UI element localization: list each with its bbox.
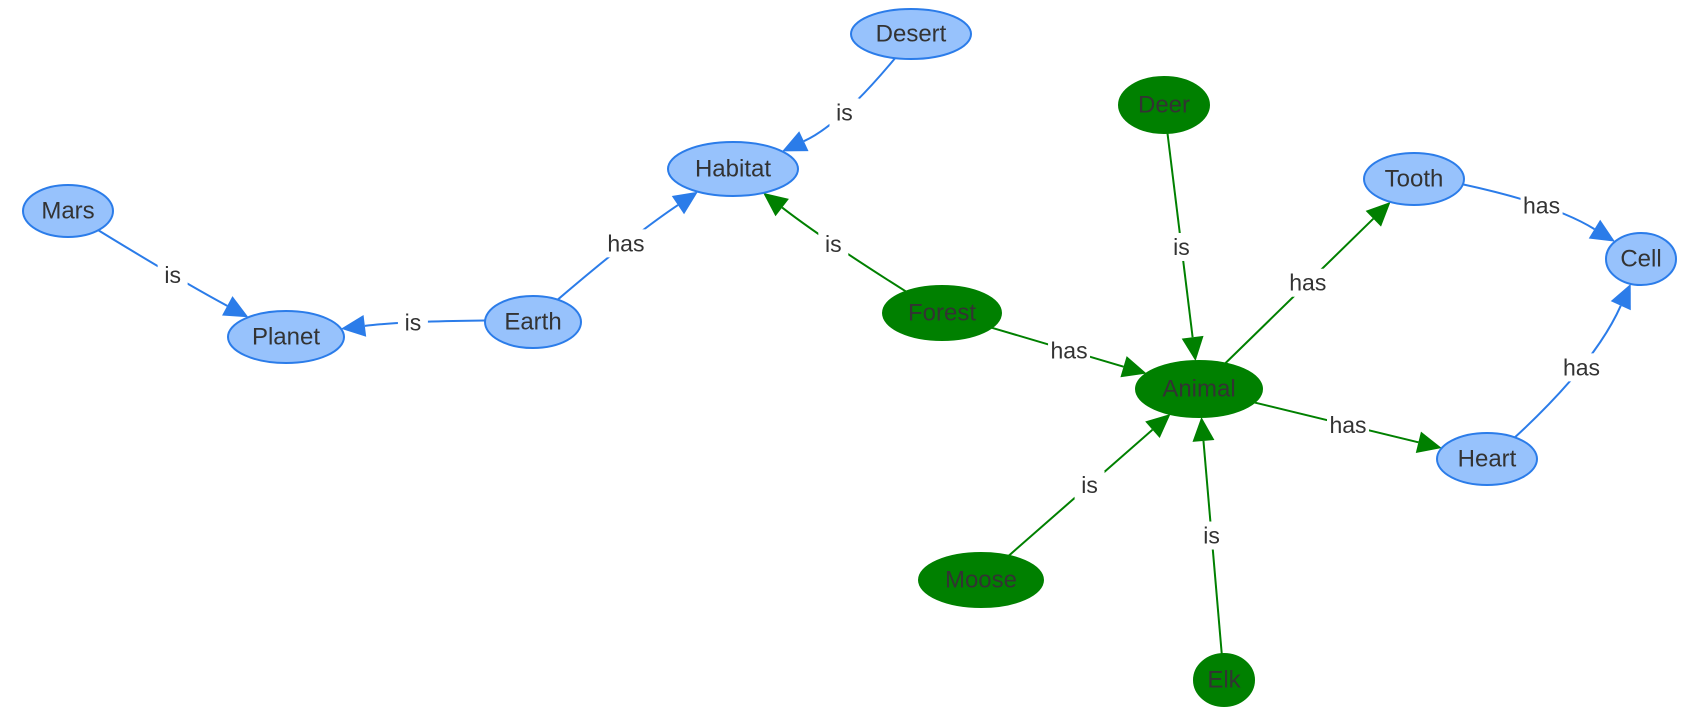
edge-label-background [397,308,428,337]
node-shape[interactable] [1363,152,1465,206]
edge-label-background [1048,336,1091,365]
arrowhead-icon [341,314,367,337]
edges-layer: is is is has has has is has is has has is is [97,57,1631,655]
edge-forest-animal: has [991,326,1147,378]
edge-deer-animal: is [1166,132,1204,362]
edge-label-background [1326,411,1369,440]
node-shape[interactable] [850,8,972,60]
edge-heart-cell: has [1514,283,1631,439]
edge-label: has [1563,354,1600,380]
node-habitat[interactable]: Habitat [667,141,799,197]
node-label: Moose [945,567,1017,594]
node-label: Earth [504,309,561,336]
edge-label-background [604,229,647,258]
edge-earth-planet: is [341,308,486,337]
node-label: Elk [1207,667,1241,694]
edge-forest-habitat: is [763,192,907,293]
node-elk[interactable]: Elk [1193,653,1255,707]
arrowhead-icon [1415,431,1442,454]
node-label: Desert [876,21,947,48]
edge-label: is [1081,472,1098,498]
node-label: Habitat [695,156,771,183]
arrowhead-icon [1588,219,1615,242]
node-shape[interactable] [1605,232,1677,286]
arrowhead-icon [671,191,698,215]
arrowhead-icon [782,131,809,152]
edge-animal-tooth: has [1224,201,1391,365]
node-animal[interactable]: Animal [1135,360,1263,418]
edge-label-background [1286,268,1329,297]
edge-label-background [818,230,849,259]
edge-label-background [157,260,188,289]
edge-tooth-cell: has [1462,183,1615,242]
node-label: Tooth [1385,166,1444,193]
arrowhead-icon [1192,416,1215,442]
edge-label: has [1051,338,1088,364]
edge-label: is [825,231,842,257]
node-shape[interactable] [484,295,582,349]
edge-label-background [1520,191,1563,220]
edge-label-background [1074,470,1105,499]
node-shape[interactable] [1118,76,1210,134]
node-shape[interactable] [22,184,114,238]
edge-earth-habitat: has [557,191,698,301]
node-label: Mars [41,198,94,225]
arrowhead-icon [1181,335,1204,362]
node-desert[interactable]: Desert [850,8,972,60]
node-shape[interactable] [1193,653,1255,707]
arrowhead-icon [1610,283,1631,311]
arrowhead-icon [763,192,789,217]
node-tooth[interactable]: Tooth [1363,152,1465,206]
node-label: Animal [1162,376,1235,403]
edge-elk-animal: is [1192,416,1227,655]
node-earth[interactable]: Earth [484,295,582,349]
node-forest[interactable]: Forest [882,285,1002,341]
node-shape[interactable] [667,141,799,197]
edge-label: is [405,309,422,335]
arrowhead-icon [1365,201,1391,227]
node-label: Cell [1620,246,1661,273]
node-shape[interactable] [1436,432,1538,486]
node-planet[interactable]: Planet [227,310,345,364]
edge-desert-habitat: is [782,57,896,152]
edge-label-background [1166,232,1197,261]
arrowhead-icon [222,296,249,318]
node-label: Deer [1138,92,1190,119]
node-deer[interactable]: Deer [1118,76,1210,134]
edge-label: is [1173,234,1190,260]
node-label: Forest [908,300,976,327]
node-shape[interactable] [227,310,345,364]
edge-label: has [1289,270,1326,296]
node-cell[interactable]: Cell [1605,232,1677,286]
edge-mars-planet: is [97,229,249,318]
node-shape[interactable] [882,285,1002,341]
edge-label: has [1523,193,1560,219]
edge-label: is [836,99,853,125]
node-shape[interactable] [1135,360,1263,418]
node-heart[interactable]: Heart [1436,432,1538,486]
arrowhead-icon [1145,413,1171,439]
node-moose[interactable]: Moose [918,552,1044,608]
edge-label-background [1560,353,1603,382]
node-mars[interactable]: Mars [22,184,114,238]
edge-label: has [1329,412,1366,438]
edge-label: has [607,230,644,256]
arrowhead-icon [1120,356,1147,378]
edge-animal-heart: has [1254,401,1442,454]
node-label: Heart [1458,446,1517,473]
edge-label: is [164,262,181,288]
node-label: Planet [252,324,320,351]
edge-label-background [829,98,860,127]
node-shape[interactable] [918,552,1044,608]
edge-moose-animal: is [1007,413,1171,557]
edge-label: is [1203,523,1220,549]
edge-label-background [1196,521,1227,550]
